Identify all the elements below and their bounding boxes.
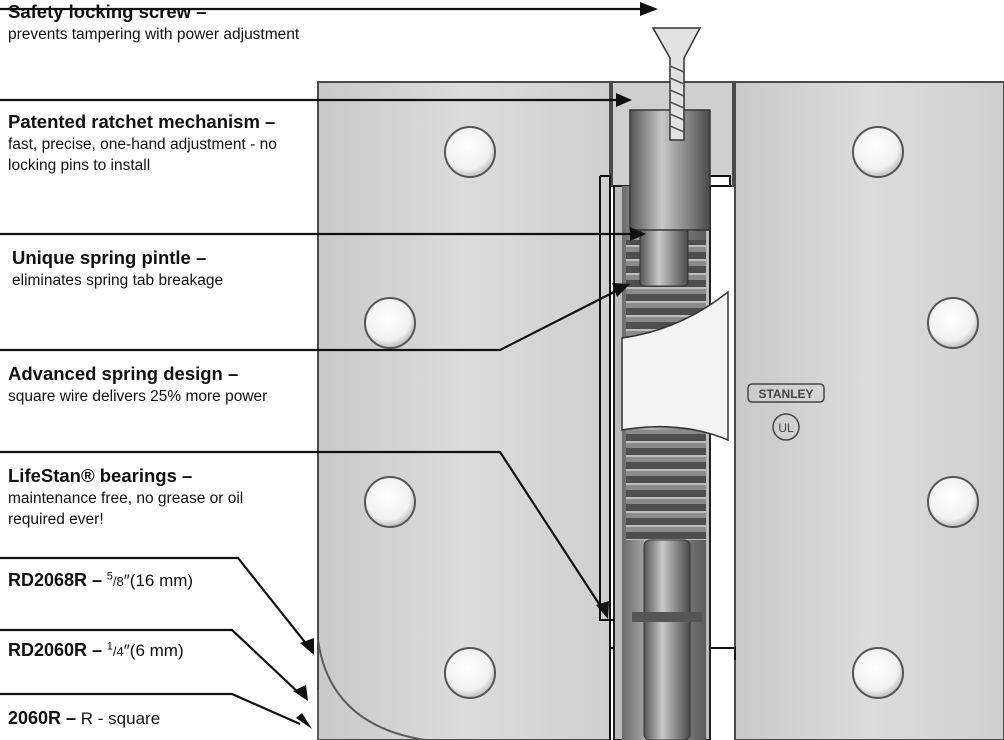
model-size: ″(16 mm) bbox=[123, 571, 194, 590]
leader-line-rd2068r bbox=[0, 556, 309, 647]
fraction-denominator: 4 bbox=[116, 644, 124, 659]
screw-hole bbox=[852, 126, 904, 178]
model-2060r: 2060R – R - square bbox=[8, 708, 160, 729]
model-rd2060r: RD2060R – 1/4″(6 mm) bbox=[8, 640, 184, 660]
arrowhead-ratchet bbox=[616, 93, 632, 107]
model-rd2068r: RD2068R – 5/8″(16 mm) bbox=[8, 570, 194, 590]
left-hinge-leaf bbox=[317, 81, 611, 740]
callout-spring-design: Advanced spring design – square wire del… bbox=[8, 362, 298, 407]
right-hinge-leaf bbox=[734, 81, 1004, 740]
spring-pintle bbox=[639, 227, 689, 287]
screw-hole bbox=[927, 297, 979, 349]
callout-title: Advanced spring design – bbox=[8, 363, 239, 384]
leader-line-rd2060r bbox=[0, 628, 301, 695]
knuckle-step bbox=[710, 175, 731, 187]
stanley-logo-box bbox=[747, 383, 825, 403]
callout-safety-screw: Safety locking screw – prevents tamperin… bbox=[8, 0, 308, 45]
screw-hole bbox=[364, 476, 416, 528]
callout-title: Safety locking screw – bbox=[8, 1, 207, 22]
callout-title: Patented ratchet mechanism – bbox=[8, 111, 276, 132]
callout-bearings: LifeStan® bearings – maintenance free, n… bbox=[8, 464, 298, 530]
arrowhead-2060r bbox=[296, 713, 312, 729]
screw-hole bbox=[852, 647, 904, 699]
safety-locking-screw bbox=[651, 27, 702, 141]
callout-ratchet: Patented ratchet mechanism – fast, preci… bbox=[8, 110, 318, 176]
callout-desc: fast, precise, one-hand adjustment - no … bbox=[8, 136, 277, 174]
model-code: 2060R – bbox=[8, 708, 77, 728]
callout-spring-pintle: Unique spring pintle – eliminates spring… bbox=[12, 246, 322, 291]
screw-hole bbox=[444, 126, 496, 178]
model-size: ″(6 mm) bbox=[123, 641, 184, 660]
ul-mark: UL bbox=[778, 421, 794, 435]
ul-mark-ring bbox=[772, 413, 800, 441]
leader-line-bearings bbox=[0, 450, 604, 611]
fraction-numerator: 5 bbox=[106, 570, 113, 583]
lower-spring bbox=[626, 430, 706, 540]
callout-desc: eliminates spring tab breakage bbox=[12, 272, 224, 289]
screw-hole bbox=[364, 297, 416, 349]
callout-desc: square wire delivers 25% more power bbox=[8, 388, 268, 405]
leader-line-2060r bbox=[0, 692, 301, 726]
stanley-logo: STANLEY bbox=[758, 387, 813, 401]
fraction-denominator: 8 bbox=[116, 574, 124, 589]
model-code: RD2068R – bbox=[8, 570, 103, 590]
callout-title: LifeStan® bearings – bbox=[8, 465, 193, 486]
fraction-numerator: 1 bbox=[106, 640, 113, 653]
arrowhead-bearings bbox=[596, 601, 609, 619]
callout-title: Unique spring pintle – bbox=[12, 247, 207, 268]
left-leaf-radius-corner bbox=[317, 639, 426, 740]
arrowhead-pintle bbox=[630, 227, 646, 241]
leader-line-spring bbox=[0, 289, 619, 352]
callout-desc: maintenance free, no grease or oil requi… bbox=[8, 490, 244, 528]
arrowhead-spring bbox=[612, 283, 630, 297]
barrel-outline bbox=[599, 175, 614, 740]
lower-pintle bbox=[643, 539, 691, 740]
arrowhead-screw bbox=[640, 2, 658, 16]
mounting-holes bbox=[364, 126, 979, 699]
screw-thread bbox=[669, 65, 685, 133]
callout-desc: prevents tampering with power adjustment bbox=[8, 26, 300, 43]
arrowhead-rd2068r bbox=[300, 638, 314, 655]
screw-hole bbox=[927, 476, 979, 528]
bearing bbox=[632, 612, 702, 622]
lower-knuckle-step bbox=[610, 647, 736, 660]
arrowhead-rd2060r bbox=[293, 685, 308, 701]
model-size: R - square bbox=[80, 709, 161, 728]
model-code: RD2060R – bbox=[8, 640, 103, 660]
screw-hole bbox=[444, 647, 496, 699]
spring-cutaway bbox=[621, 290, 729, 442]
